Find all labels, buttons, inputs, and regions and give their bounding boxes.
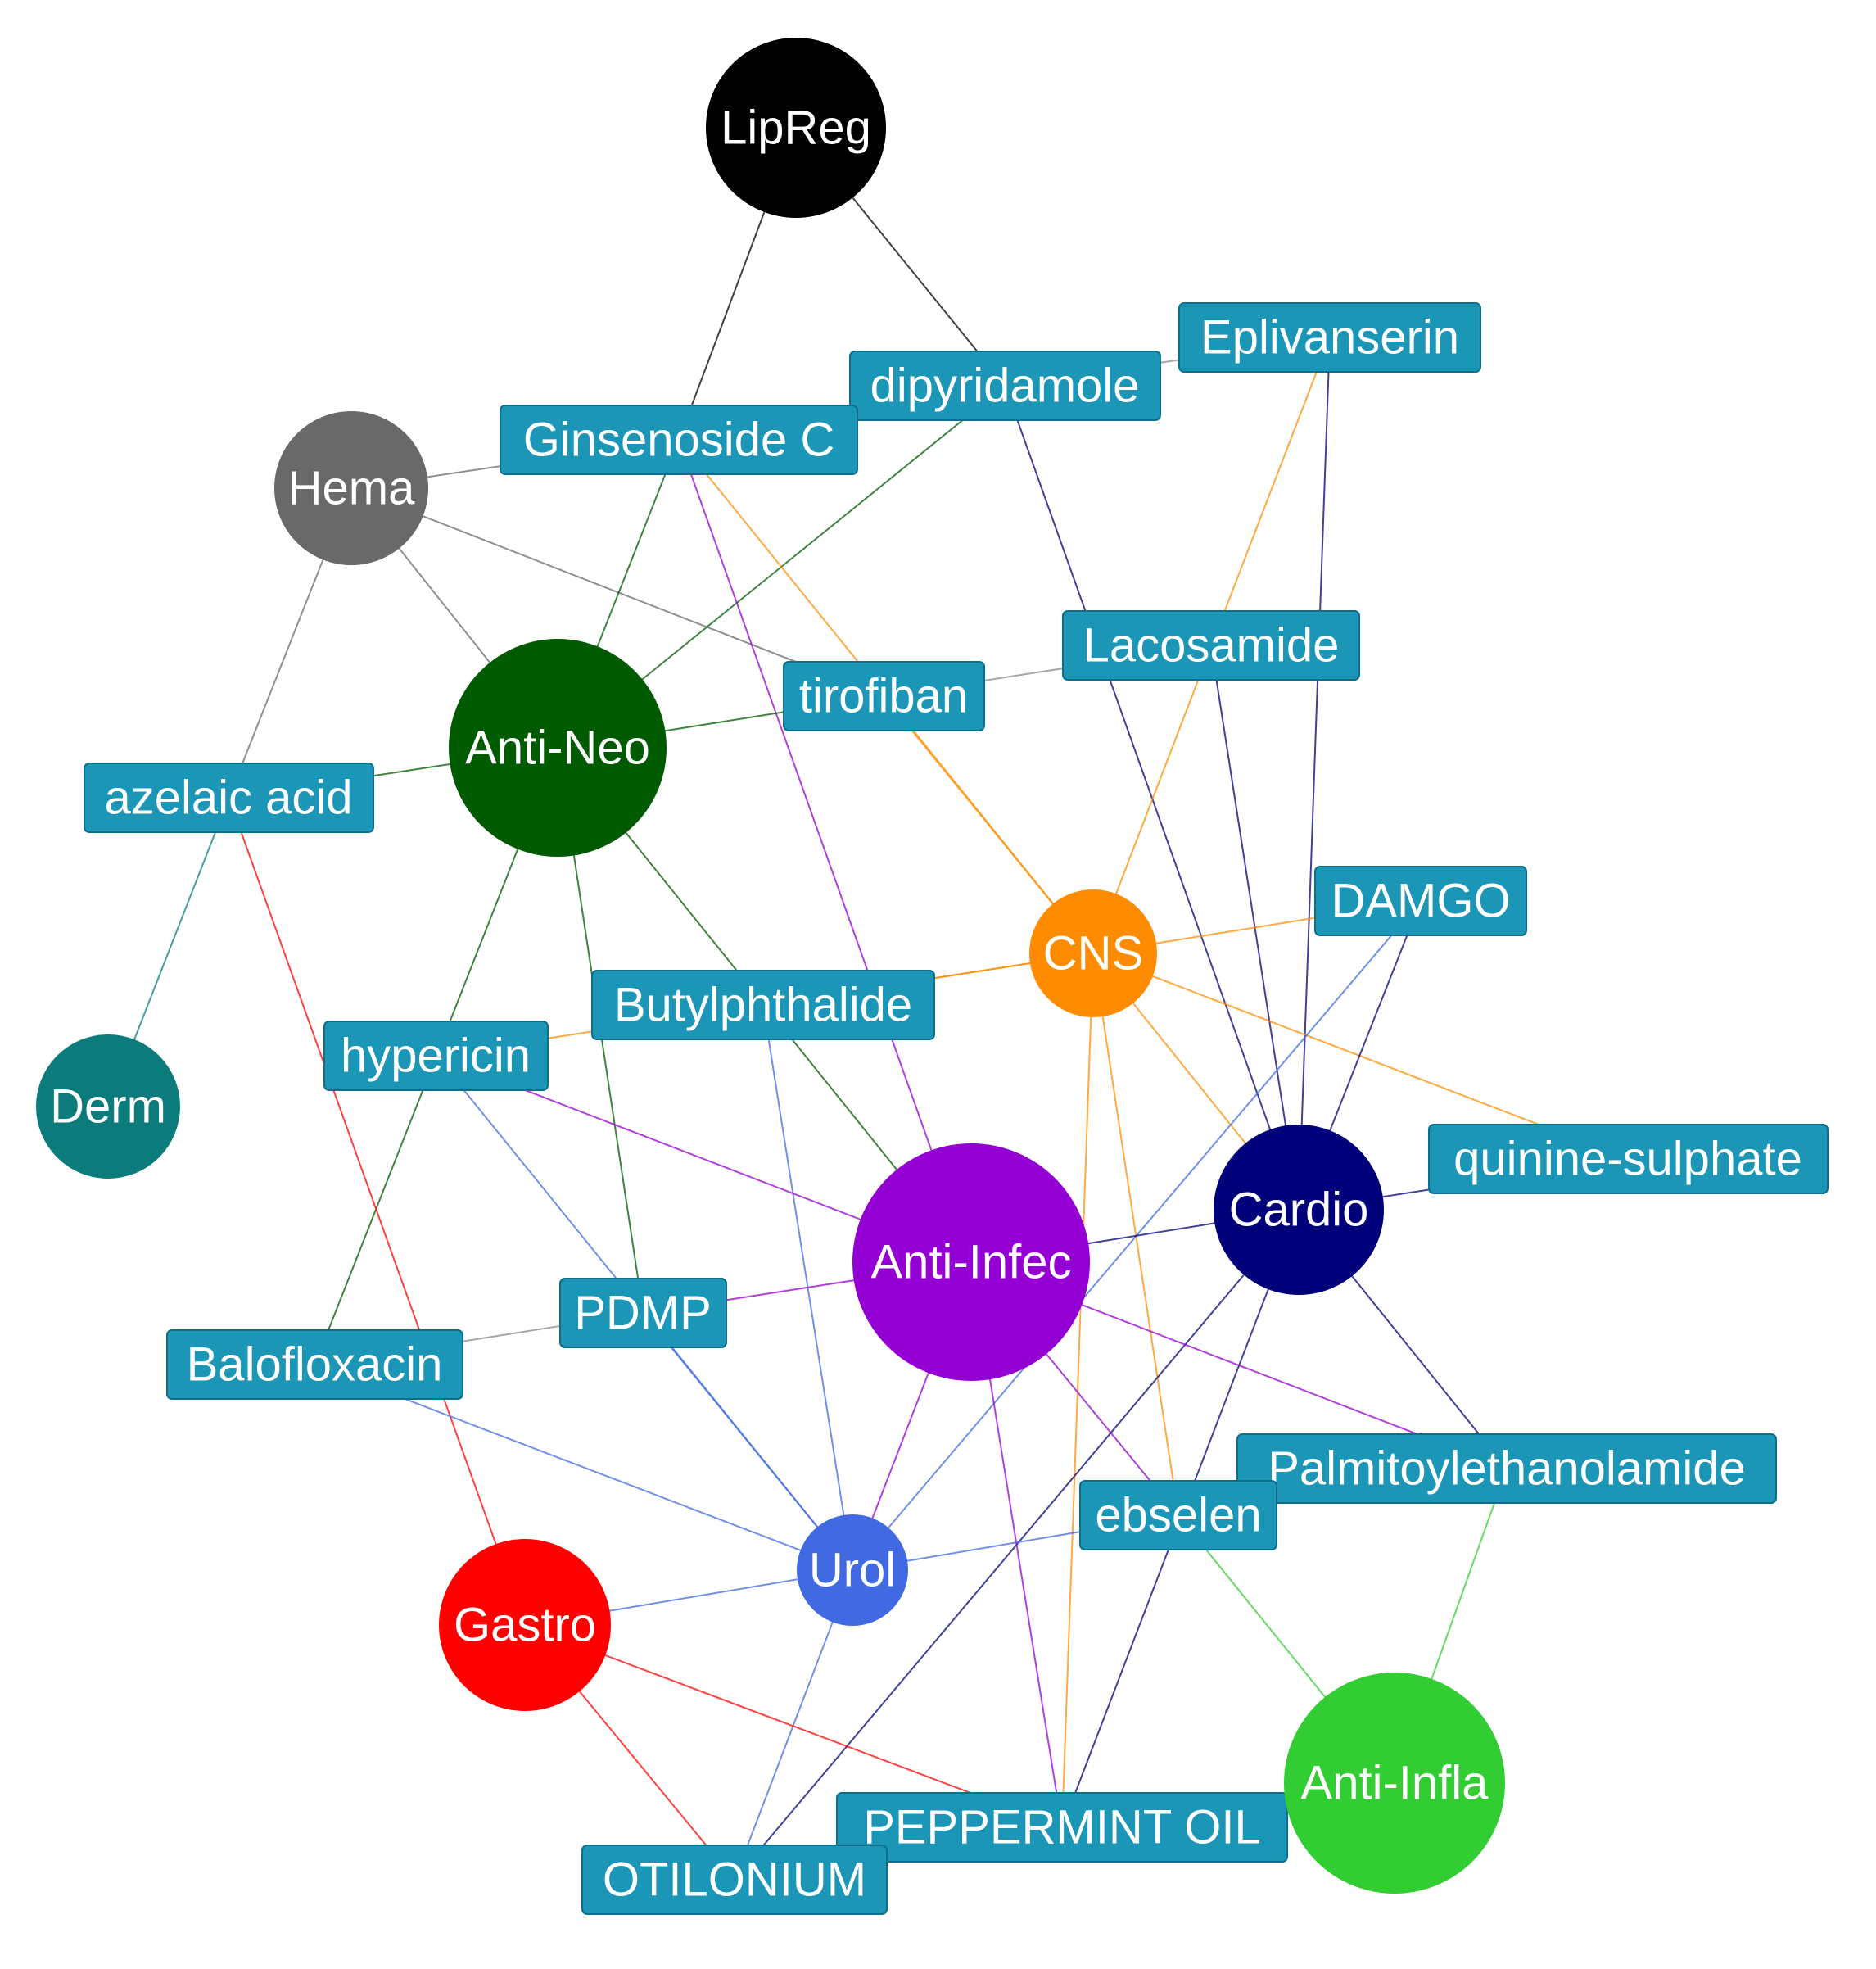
svg-text:Anti-Infla: Anti-Infla: [1301, 1757, 1489, 1810]
svg-text:dipyridamole: dipyridamole: [870, 360, 1140, 413]
svg-text:PDMP: PDMP: [574, 1287, 712, 1340]
category-node-anti-neo[interactable]: Anti-Neo: [449, 639, 667, 857]
edge-cns-peppermint-oil: [1061, 953, 1094, 1828]
svg-text:Butylphthalide: Butylphthalide: [614, 979, 912, 1032]
drug-node-quinine-sulphate[interactable]: quinine-sulphate: [1428, 1124, 1829, 1194]
svg-text:Eplivanserin: Eplivanserin: [1200, 311, 1459, 364]
drug-node-hypericin[interactable]: hypericin: [323, 1021, 549, 1091]
drug-node-azelaic-acid[interactable]: azelaic acid: [84, 763, 374, 833]
category-node-cns[interactable]: CNS: [1029, 889, 1157, 1017]
svg-text:Balofloxacin: Balofloxacin: [187, 1338, 443, 1392]
edge-eplivanserin-cardio: [1298, 337, 1331, 1211]
drug-node-damgo[interactable]: DAMGO: [1314, 866, 1527, 936]
svg-text:DAMGO: DAMGO: [1331, 875, 1510, 928]
drug-node-peppermint-oil[interactable]: PEPPERMINT OIL: [836, 1792, 1288, 1863]
category-node-anti-infec[interactable]: Anti-Infec: [852, 1143, 1090, 1381]
svg-text:LipReg: LipReg: [721, 102, 871, 155]
drug-node-tirofiban[interactable]: tirofiban: [783, 661, 985, 731]
drug-node-eplivanserin[interactable]: Eplivanserin: [1178, 302, 1481, 373]
category-node-urol[interactable]: Urol: [797, 1514, 908, 1626]
svg-text:azelaic acid: azelaic acid: [104, 772, 352, 825]
edge-cns-ebselen: [1092, 953, 1179, 1516]
svg-text:quinine-sulphate: quinine-sulphate: [1453, 1133, 1802, 1186]
edge-dipyridamole-cardio: [1004, 385, 1300, 1211]
svg-text:Urol: Urol: [809, 1544, 896, 1597]
svg-text:Lacosamide: Lacosamide: [1083, 619, 1340, 672]
drug-node-palmitoylethanolamide[interactable]: Palmitoylethanolamide: [1236, 1433, 1777, 1504]
category-node-cardio[interactable]: Cardio: [1214, 1125, 1384, 1295]
drug-node-ginsenoside-c[interactable]: Ginsenoside C: [500, 405, 858, 475]
svg-text:ebselen: ebselen: [1095, 1489, 1261, 1542]
drug-node-butylphthalide[interactable]: Butylphthalide: [591, 970, 935, 1040]
drug-node-otilonium[interactable]: OTILONIUM: [581, 1845, 888, 1915]
svg-text:hypericin: hypericin: [341, 1030, 531, 1083]
category-node-derm[interactable]: Derm: [36, 1034, 180, 1179]
category-node-anti-infla[interactable]: Anti-Infla: [1284, 1673, 1505, 1894]
category-layer: LipReg Hema Anti-Neo Derm CNS Anti-Infec…: [36, 38, 1505, 1894]
svg-text:Derm: Derm: [50, 1080, 166, 1134]
svg-text:OTILONIUM: OTILONIUM: [603, 1854, 866, 1907]
svg-text:tirofiban: tirofiban: [799, 670, 968, 723]
svg-text:Gastro: Gastro: [454, 1599, 596, 1652]
svg-text:Anti-Neo: Anti-Neo: [465, 722, 650, 775]
drug-node-ebselen[interactable]: ebselen: [1079, 1480, 1277, 1550]
edge-azelaic-acid-gastro: [228, 797, 526, 1626]
drug-node-balofloxacin[interactable]: Balofloxacin: [166, 1329, 463, 1400]
category-node-gastro[interactable]: Gastro: [439, 1539, 611, 1711]
category-node-hema[interactable]: Hema: [274, 411, 428, 565]
svg-text:Anti-Infec: Anti-Infec: [871, 1236, 1072, 1289]
svg-text:Cardio: Cardio: [1229, 1184, 1369, 1237]
drug-node-dipyridamole[interactable]: dipyridamole: [849, 351, 1161, 421]
edge-ginsenoside-c-anti-infec: [678, 439, 972, 1263]
svg-text:Ginsenoside C: Ginsenoside C: [523, 414, 834, 467]
svg-text:CNS: CNS: [1043, 927, 1143, 980]
drug-node-pdmp[interactable]: PDMP: [559, 1278, 727, 1348]
svg-text:PEPPERMINT OIL: PEPPERMINT OIL: [863, 1801, 1261, 1854]
drug-node-lacosamide[interactable]: Lacosamide: [1062, 610, 1360, 681]
category-node-lipreg[interactable]: LipReg: [706, 38, 886, 218]
drug-layer: Eplivanserin dipyridamole Ginsenoside C …: [84, 302, 1829, 1915]
svg-text:Palmitoylethanolamide: Palmitoylethanolamide: [1268, 1442, 1746, 1496]
svg-text:Hema: Hema: [288, 462, 415, 515]
